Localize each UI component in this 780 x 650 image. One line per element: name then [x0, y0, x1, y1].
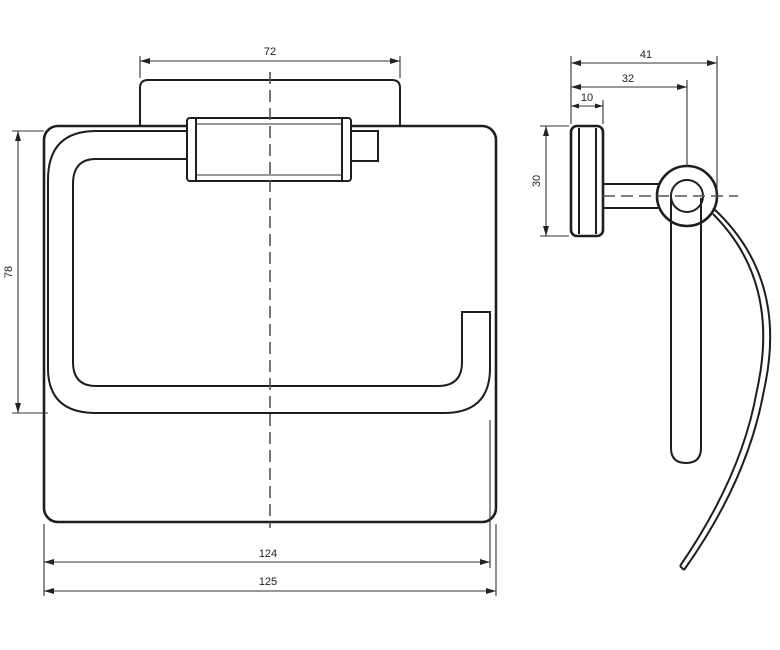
- side-cover-outer: [683, 207, 772, 571]
- mount-block: [186, 117, 352, 182]
- side-base: [569, 124, 605, 238]
- dim-base-height: 30: [531, 175, 543, 187]
- hook-outer: [47, 130, 491, 414]
- dim-hook-height: 78: [3, 266, 15, 278]
- side-dimensions: 41 32 10 30: [531, 49, 718, 237]
- front-view: [42, 72, 498, 528]
- dim-depth-arm: 32: [622, 73, 634, 85]
- side-cover-inner: [679, 213, 765, 567]
- dim-depth-base: 10: [581, 92, 593, 104]
- dim-mount-width: 72: [264, 46, 276, 58]
- front-dimensions: 72 78 124 125: [3, 46, 497, 596]
- side-hanging-bar: [670, 198, 702, 465]
- dim-plate-inner-width: 124: [259, 548, 277, 560]
- dim-depth-total: 41: [640, 49, 652, 61]
- side-view: [569, 124, 772, 571]
- dim-plate-outer-width: 125: [259, 576, 277, 588]
